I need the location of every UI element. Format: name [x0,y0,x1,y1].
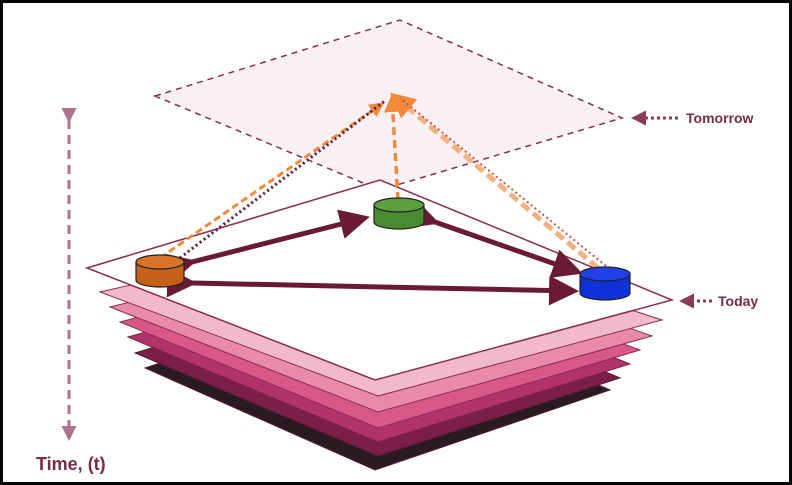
future-plane [152,19,625,191]
today-label: Today [718,293,758,309]
link-green-blue [406,199,583,278]
tomorrow-label: Tomorrow [686,110,754,126]
node-green [373,197,425,230]
link-orange-green [164,209,370,283]
forecast-arrows [159,92,607,270]
time-axis-label: Time, (t) [36,454,106,474]
node-blue [579,266,631,301]
orange-forecast-arrow [159,102,385,260]
blue-dotted-arrow [399,97,607,267]
node-links [164,199,583,306]
node-orange [135,254,185,288]
link-orange-blue [166,267,579,306]
